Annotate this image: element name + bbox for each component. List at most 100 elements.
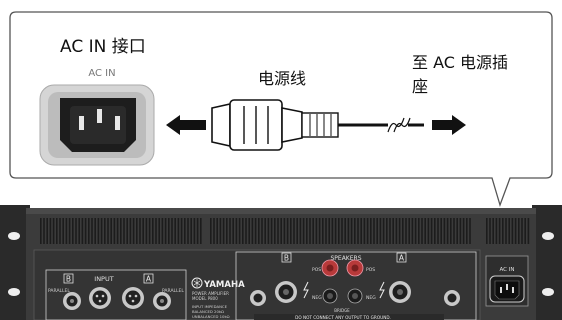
- speakers-b-label: B: [284, 254, 289, 263]
- vent-slat: [164, 218, 167, 244]
- vent-slat: [360, 218, 362, 244]
- vent-slat: [187, 218, 189, 244]
- vent-slat: [210, 218, 212, 244]
- vent-slat: [312, 218, 314, 244]
- vent-slat: [395, 218, 398, 244]
- vent-slat: [258, 218, 260, 244]
- vent-slat: [84, 218, 87, 244]
- vent-slat: [129, 218, 132, 244]
- vent-slat: [72, 218, 74, 244]
- vent-slat: [254, 218, 257, 244]
- model-line1: POWER AMPLIFIER: [192, 291, 229, 296]
- vent-slat: [116, 218, 119, 244]
- vent-slat: [315, 218, 318, 244]
- vent-slat: [379, 218, 382, 244]
- vent-slat: [344, 218, 346, 244]
- vent-slat: [290, 218, 292, 244]
- vent-slat: [126, 218, 128, 244]
- vent-slat: [370, 218, 372, 244]
- vent-slat: [347, 218, 350, 244]
- vent-slat: [280, 218, 282, 244]
- binding-post-b-pos-icon: [321, 259, 339, 277]
- vent-slat: [398, 218, 401, 244]
- binding-post-b-neg-icon: [322, 288, 338, 304]
- vent-slat: [264, 218, 266, 244]
- vent-slat: [495, 218, 498, 244]
- vent-slat: [94, 218, 96, 244]
- vent-slat: [52, 218, 55, 244]
- yamaha-logo-icon: [191, 277, 203, 289]
- pos-label-left: POS: [312, 267, 321, 273]
- vent-slat: [527, 218, 530, 244]
- vent-slat: [486, 218, 488, 244]
- vent-slat: [450, 218, 452, 244]
- outlet-label-line1: 至 AC 电源插: [412, 53, 508, 72]
- vent-slat: [350, 218, 353, 244]
- vent-slat: [521, 218, 523, 244]
- vent-slat: [498, 218, 501, 244]
- vent-slat: [235, 218, 238, 244]
- vent-slat: [120, 218, 122, 244]
- vent-slat: [226, 218, 228, 244]
- vent-slat: [309, 218, 311, 244]
- vent-slat: [306, 218, 308, 244]
- vent-slat: [148, 218, 151, 244]
- input-a-label: A: [146, 275, 152, 284]
- neg-label-right: NEG: [366, 295, 376, 301]
- vent-slat: [524, 218, 526, 244]
- model-line2: MODEL P800: [192, 296, 218, 301]
- vent-slat: [68, 218, 71, 244]
- vent-slat: [145, 218, 148, 244]
- vent-slat: [440, 218, 442, 244]
- vent-slat: [56, 218, 58, 244]
- vent-slat: [152, 218, 154, 244]
- vent-slat: [469, 218, 471, 244]
- parallel-right-label: PARALLEL: [162, 288, 184, 294]
- vent-slat: [366, 218, 369, 244]
- vent-slat: [459, 218, 462, 244]
- vent-slat: [107, 218, 109, 244]
- input-jack-b-quarter-icon: [63, 292, 81, 310]
- vent-slat: [78, 218, 80, 244]
- vent-slat: [354, 218, 356, 244]
- vent-slat: [196, 218, 199, 244]
- vent-slat: [222, 218, 225, 244]
- vent-slat: [216, 218, 218, 244]
- vent-slat: [100, 218, 103, 244]
- vent-slat: [392, 218, 394, 244]
- vent-slat: [443, 218, 446, 244]
- speakers-title: SPEAKERS: [330, 255, 361, 262]
- vent-slat: [414, 218, 417, 244]
- vent-slat: [357, 218, 359, 244]
- vent-slat: [81, 218, 84, 244]
- warning-bolt-icon-right: [379, 281, 385, 299]
- vent-slat: [248, 218, 250, 244]
- vent-slat: [65, 218, 68, 244]
- vent-slat: [104, 218, 106, 244]
- vent-slat: [434, 218, 436, 244]
- amplifier-rear-panel: AC IN B INPUT A PARALLEL PARALLEL: [0, 205, 562, 320]
- vent-slat: [427, 218, 430, 244]
- vent-slat: [511, 218, 514, 244]
- vent-slat: [437, 218, 439, 244]
- warning-bolt-icon: [303, 281, 309, 299]
- vent-slat: [62, 218, 64, 244]
- vent-slat: [139, 218, 141, 244]
- vent-slat: [251, 218, 254, 244]
- parallel-left-label: PARALLEL: [48, 288, 70, 294]
- vent-slat: [168, 218, 170, 244]
- vent-slat: [277, 218, 279, 244]
- vent-slat: [75, 218, 77, 244]
- vent-slat: [382, 218, 385, 244]
- vent-slat: [219, 218, 222, 244]
- vent-slat: [334, 218, 337, 244]
- vent-slat: [242, 218, 244, 244]
- input-b-label: B: [66, 275, 71, 284]
- vent-slat: [270, 218, 273, 244]
- arrow-left-icon: [166, 115, 206, 135]
- input-impedance-label: INPUT IMPEDANCE: [192, 304, 228, 309]
- vent-slat: [328, 218, 330, 244]
- vent-slat: [293, 218, 295, 244]
- vent-slat: [373, 218, 375, 244]
- vent-slat: [466, 218, 468, 244]
